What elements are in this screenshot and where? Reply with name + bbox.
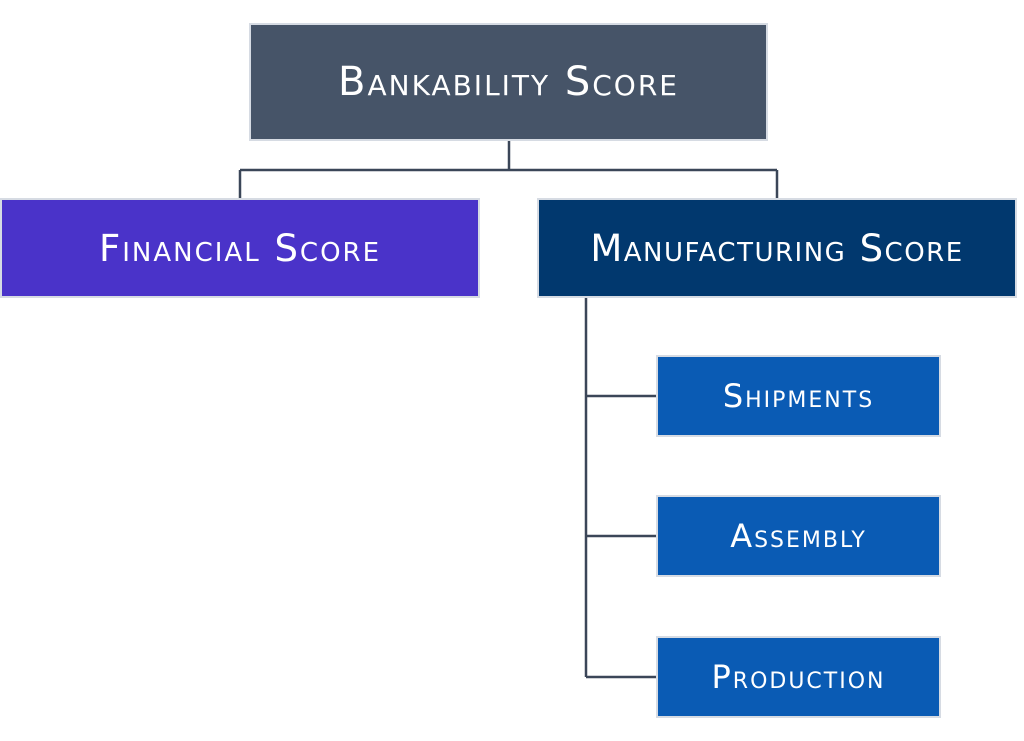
bankability-score-node: Bankability Score — [249, 23, 768, 141]
production-label: Production — [711, 658, 886, 696]
manufacturing-score-node: Manufacturing Score — [537, 198, 1017, 298]
financial-score-label: Financial Score — [98, 226, 382, 270]
production-node: Production — [656, 636, 941, 718]
bankability-score-label: Bankability Score — [338, 59, 679, 105]
financial-score-node: Financial Score — [0, 198, 480, 298]
shipments-label: Shipments — [722, 377, 875, 415]
manufacturing-score-label: Manufacturing Score — [590, 226, 964, 270]
shipments-node: Shipments — [656, 355, 941, 437]
assembly-label: Assembly — [730, 517, 867, 555]
assembly-node: Assembly — [656, 495, 941, 577]
